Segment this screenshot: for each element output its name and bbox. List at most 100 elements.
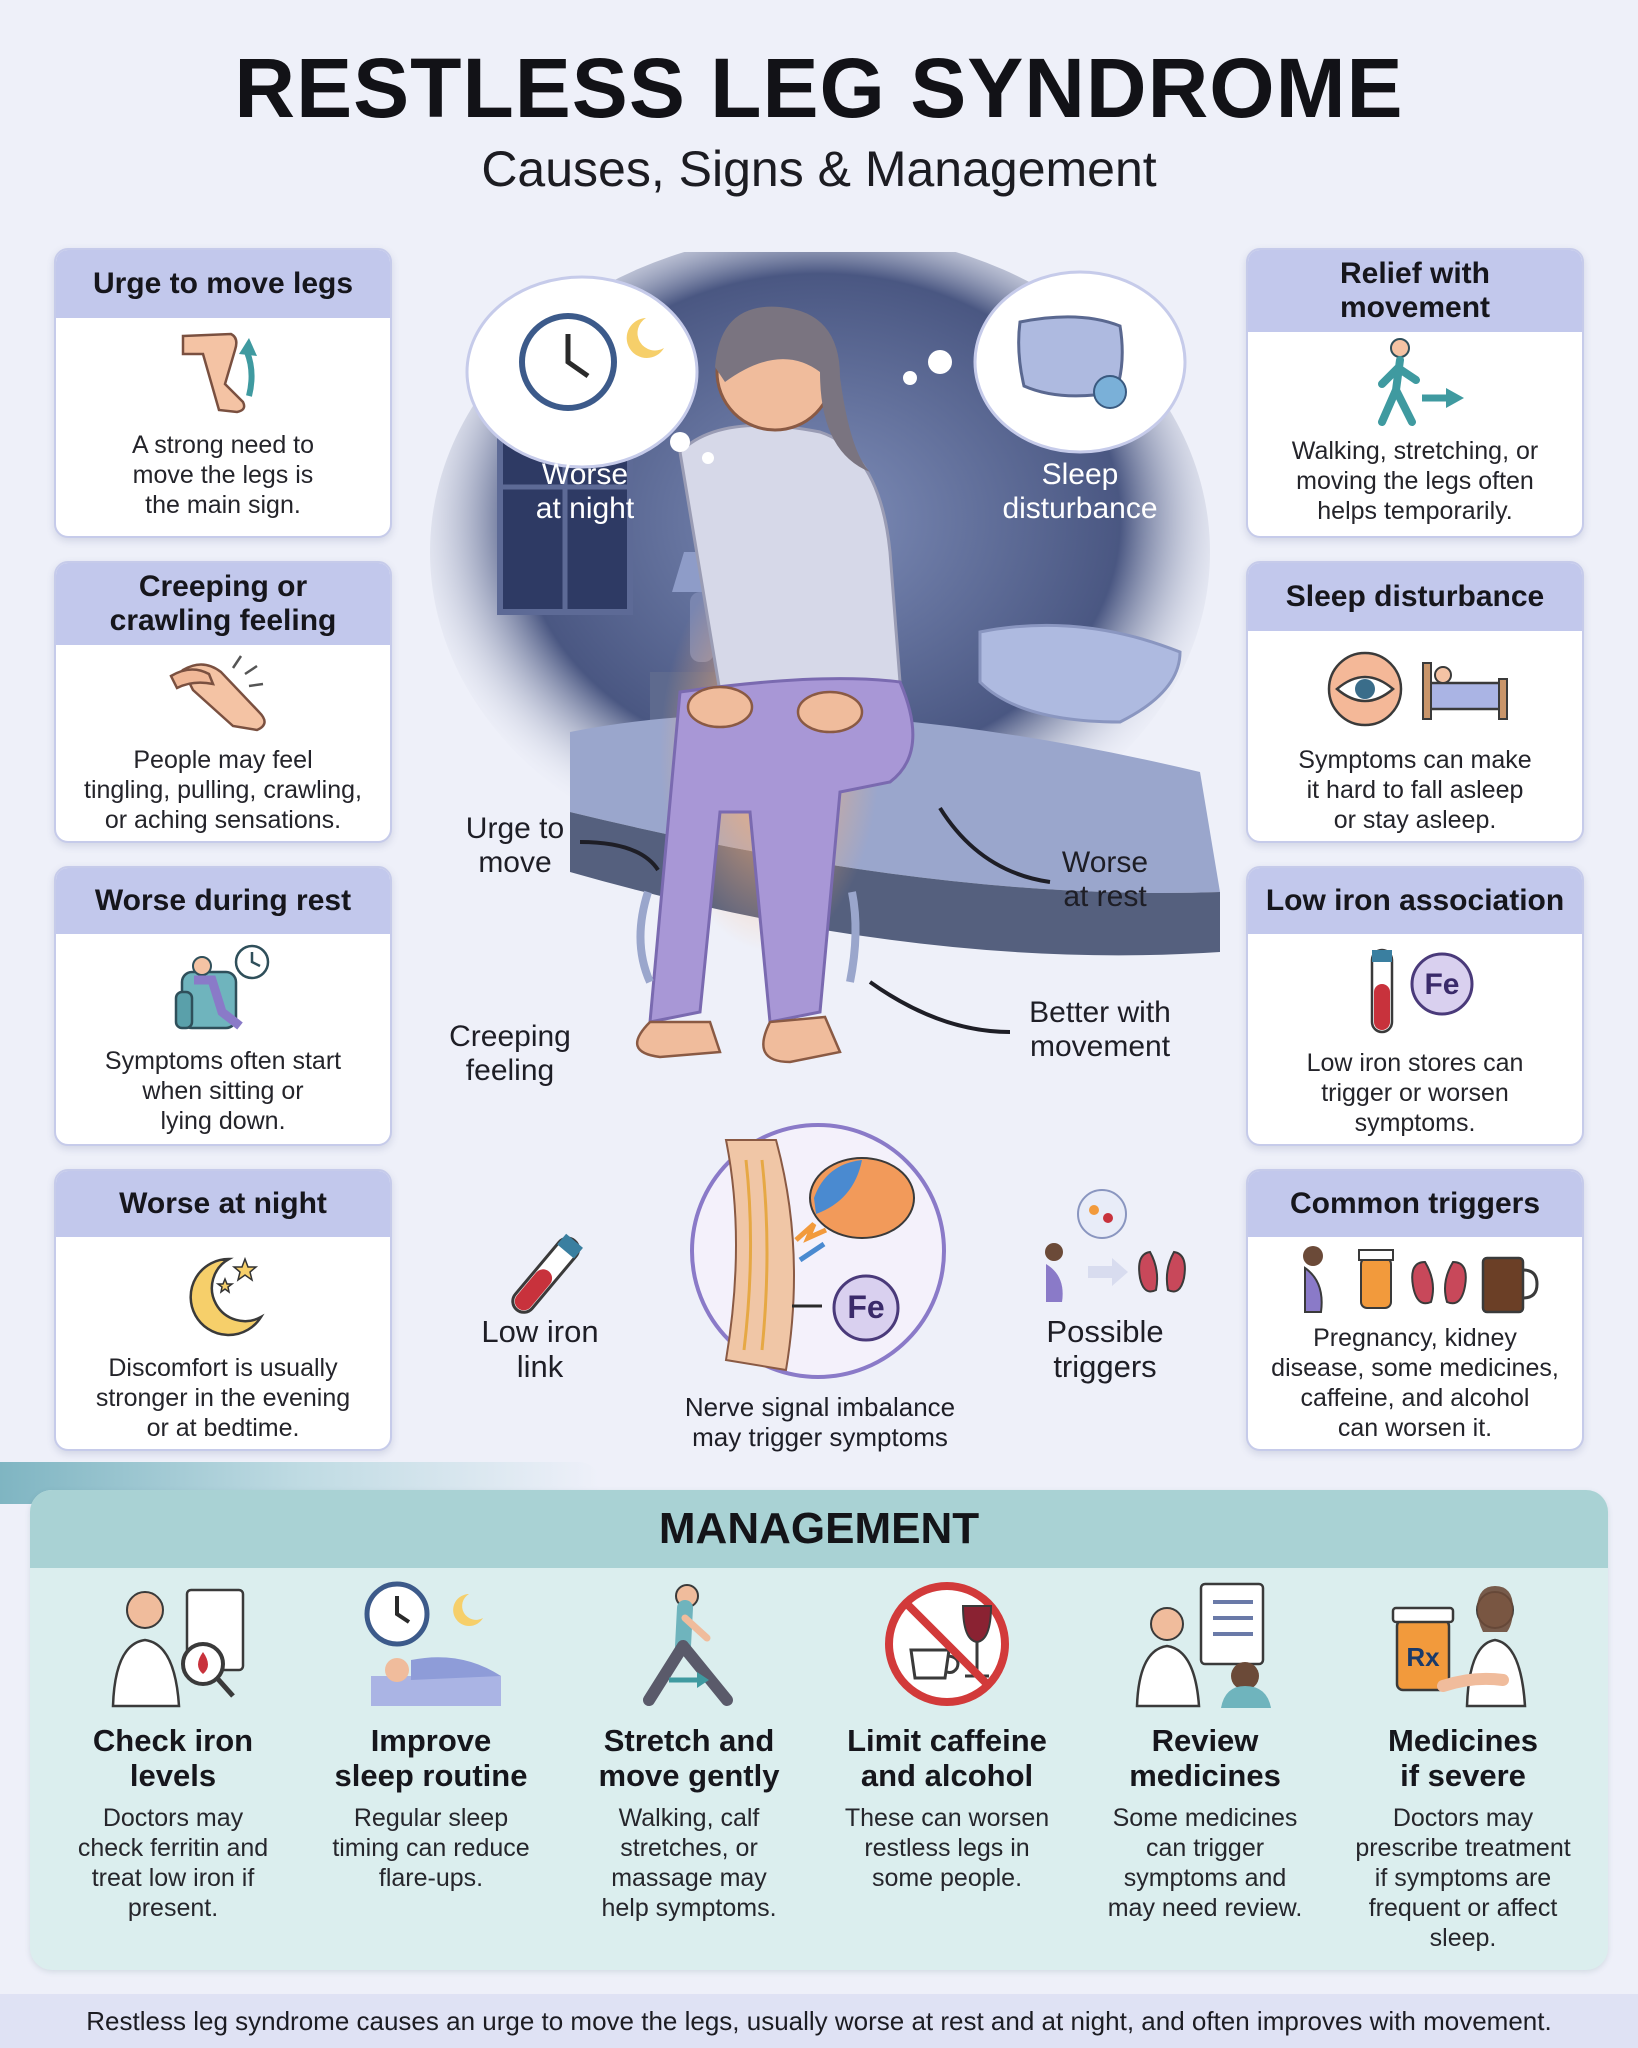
moon-stars-icon	[56, 1237, 390, 1353]
text-line: check ferritin and	[77, 1834, 269, 1862]
label-line: feeling	[465, 1054, 555, 1087]
label-line: at night	[535, 492, 635, 525]
footer-summary: Restless leg syndrome causes an urge to …	[0, 1994, 1638, 2048]
label-line: Creeping	[449, 1020, 571, 1053]
doctor-clipboard-icon	[111, 1588, 245, 1708]
center-illustration	[430, 252, 1220, 1064]
card-line: stronger in the evening	[95, 1384, 351, 1412]
management-item-check-iron: Check iron levels Doctors may check ferr…	[48, 1580, 298, 1923]
card-worse-at-night: Worse at night Discomfort is usually str…	[54, 1169, 392, 1451]
hair	[715, 306, 870, 472]
card-line: it hard to fall asleep	[1306, 776, 1524, 804]
title-line: if severe	[1400, 1758, 1526, 1793]
label-line: Possible	[1046, 1314, 1164, 1349]
blood-tube-iron-icon: Fe	[1248, 934, 1582, 1048]
blood-tube-icon	[511, 1233, 583, 1314]
title-line: move gently	[598, 1758, 780, 1793]
card-line: Symptoms can make	[1298, 746, 1532, 774]
walking-person-icon	[1248, 332, 1582, 436]
label-possible-triggers: Possible triggers	[1020, 1314, 1190, 1384]
card-line: the main sign.	[145, 491, 301, 519]
card-line: or at bedtime.	[146, 1414, 300, 1442]
label-line: link	[516, 1349, 564, 1384]
card-title: Common triggers	[1248, 1171, 1582, 1237]
label-line: may trigger symptoms	[692, 1422, 948, 1452]
arrow-better-movement	[868, 980, 1011, 1034]
card-line: when sitting or	[142, 1077, 304, 1105]
title-line: Review	[1151, 1723, 1259, 1758]
text-line: treat low iron if	[91, 1864, 255, 1892]
label-line: Worse	[1061, 846, 1149, 879]
text-line: timing can reduce	[332, 1834, 530, 1862]
text-line: frequent or affect	[1368, 1894, 1558, 1922]
text-line: may need review.	[1107, 1894, 1303, 1922]
card-line: Symptoms often start	[104, 1047, 342, 1075]
management-item-medicines-severe: Rx Medicines if severe Doctors may presc…	[1338, 1580, 1588, 1953]
bubble-label-night: Worse at night	[510, 458, 660, 526]
card-worse-during-rest: Worse during rest Symptoms often start w…	[54, 866, 392, 1146]
thought-bubble-night	[465, 275, 714, 469]
title-line: medicines	[1129, 1758, 1281, 1793]
card-line: A strong need to	[131, 431, 315, 459]
card-creeping-feeling: Creeping or crawling feeling People may …	[54, 561, 392, 843]
label-nerve-imbalance: Nerve signal imbalance may trigger sympt…	[620, 1392, 1020, 1452]
card-line: symptoms.	[1354, 1109, 1476, 1137]
card-urge-to-move: Urge to move legs A strong need to move …	[54, 248, 392, 538]
iron-fe-label: Fe	[847, 1289, 885, 1325]
iron-fe-icon	[832, 1274, 900, 1342]
svg-text:Fe: Fe	[1424, 968, 1459, 1001]
label-line: Nerve signal imbalance	[684, 1392, 956, 1422]
card-line: move the legs is	[132, 461, 314, 489]
card-line: Pregnancy, kidney	[1313, 1324, 1517, 1352]
card-relief-with-movement: Relief with movement Walking, stretching…	[1246, 248, 1584, 538]
pill-bottle-doctor-icon: Rx	[1391, 1586, 1527, 1708]
management-item-sleep-routine: Improve sleep routine Regular sleep timi…	[306, 1580, 556, 1893]
page-subtitle: Causes, Signs & Management	[481, 141, 1157, 197]
card-title: Urge to move legs	[56, 250, 390, 318]
sleep-routine-icon	[364, 1581, 501, 1706]
label-line: Sleep	[1041, 458, 1119, 491]
card-low-iron: Low iron association Fe Low iron stores …	[1246, 866, 1584, 1146]
doctor-review-icon	[1135, 1582, 1271, 1708]
management-item-review-medicines: Review medicines Some medicines can trig…	[1080, 1580, 1330, 1923]
management-title: MANAGEMENT	[30, 1490, 1608, 1568]
label-line: Low iron	[481, 1314, 599, 1349]
card-line: lying down.	[160, 1107, 286, 1135]
callout-urge-to-move: Urge to move	[440, 812, 590, 880]
card-title: Sleep disturbance	[1248, 563, 1582, 631]
card-line: Discomfort is usually	[108, 1354, 338, 1382]
label-line: triggers	[1053, 1349, 1157, 1384]
card-line: Walking, stretching, or	[1291, 437, 1539, 465]
text-line: if symptoms are	[1374, 1864, 1552, 1892]
title-line: levels	[129, 1758, 217, 1793]
text-line: stretches, or	[620, 1834, 758, 1862]
callout-worse-at-rest: Worse at rest	[1030, 846, 1180, 914]
card-line: or aching sensations.	[104, 806, 342, 834]
text-line: Some medicines	[1112, 1804, 1298, 1832]
text-line: restless legs in	[864, 1834, 1030, 1862]
title-line: Improve	[370, 1723, 492, 1758]
text-line: present.	[127, 1894, 219, 1922]
card-title: Relief with movement	[1248, 250, 1582, 332]
leg-motion-icon	[56, 318, 390, 430]
card-line: Low iron stores can	[1306, 1049, 1524, 1077]
text-line: Regular sleep	[353, 1804, 509, 1832]
text-line: some people.	[871, 1864, 1023, 1892]
pajama-legs	[648, 677, 915, 1024]
card-title: Low iron association	[1248, 868, 1582, 934]
card-line: tingling, pulling, crawling,	[84, 776, 362, 804]
movement-arrow-up	[846, 891, 860, 983]
title-line: and alcohol	[860, 1758, 1034, 1793]
eye-bed-icon	[1248, 631, 1582, 745]
page-title: RESTLESS LEG SYNDROME	[234, 41, 1404, 135]
card-line: caffeine, and alcohol	[1300, 1384, 1530, 1412]
text-line: Doctors may	[1392, 1804, 1534, 1832]
hand-on-leg-icon	[56, 645, 390, 745]
title-line: Check iron	[92, 1723, 254, 1758]
card-line: helps temporarily.	[1317, 497, 1513, 525]
label-line: disturbance	[1002, 492, 1158, 525]
text-line: Doctors may	[102, 1804, 244, 1832]
card-title: Worse at night	[56, 1171, 390, 1237]
management-item-limit-caffeine: Limit caffeine and alcohol These can wor…	[822, 1580, 1072, 1893]
callout-creeping-feeling: Creeping feeling	[430, 1020, 590, 1088]
